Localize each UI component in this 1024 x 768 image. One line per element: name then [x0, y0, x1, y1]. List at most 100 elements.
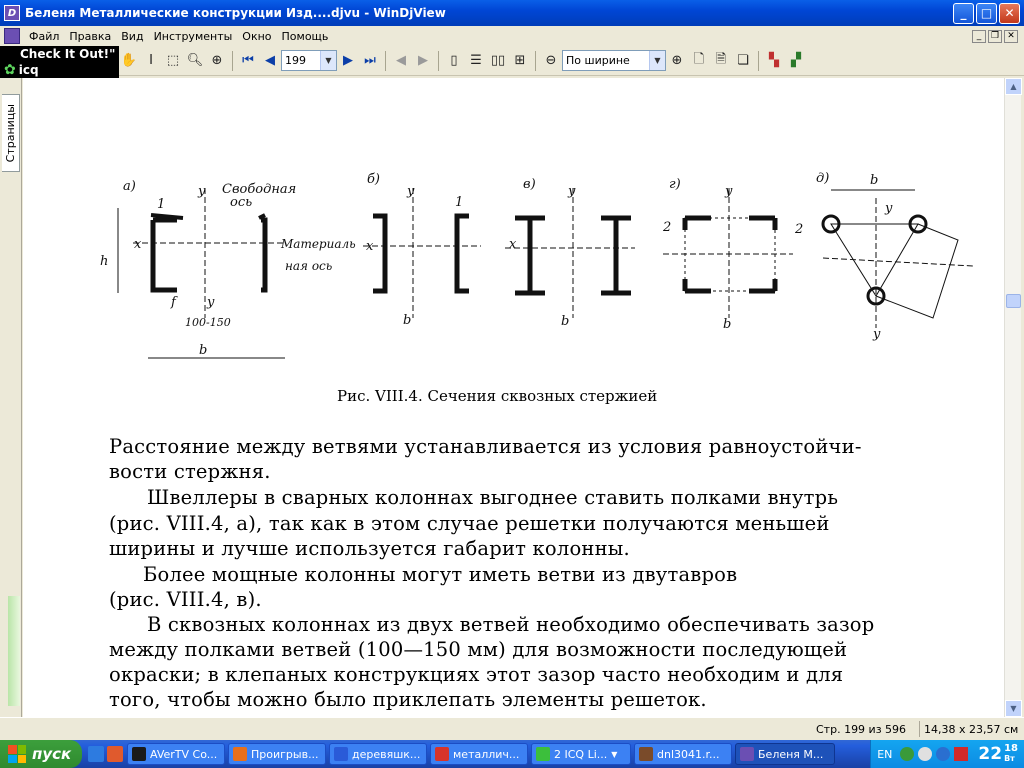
task-avertv[interactable]: AVerTV Co...	[127, 743, 225, 765]
task-player[interactable]: Проигрыв...	[228, 743, 326, 765]
windows-logo-icon	[8, 745, 26, 763]
back-icon[interactable]: ◀	[396, 53, 406, 68]
page-icon[interactable]: 🗋	[693, 51, 705, 67]
task-icq[interactable]: 2 ICQ Li... ▼	[531, 743, 631, 765]
channel-a-flange	[150, 213, 266, 220]
tab-pages[interactable]: Страницы	[2, 94, 20, 172]
task-opera[interactable]: металлич...	[430, 743, 528, 765]
menu-edit[interactable]: Правка	[69, 29, 112, 43]
last-page-icon[interactable]: ⏭	[364, 53, 376, 68]
text-select-icon[interactable]: Ⅰ	[149, 53, 153, 68]
sidebar: Страницы	[0, 78, 22, 738]
layout-icon[interactable]: ▞	[791, 53, 801, 68]
free-axis-label-2: ось	[230, 195, 252, 210]
minimize-button[interactable]: _	[953, 2, 974, 24]
axis-x-label-b: x	[366, 239, 374, 254]
windjview-app-icon[interactable]: D	[4, 5, 20, 21]
title-bar[interactable]: D Беленя Металлические конструкции Изд..…	[0, 0, 1024, 26]
document-menu-icon[interactable]	[4, 28, 20, 44]
menu-view[interactable]: Вид	[121, 29, 144, 43]
tray-shield-icon[interactable]	[900, 747, 915, 761]
language-indicator[interactable]: EN	[877, 747, 893, 761]
two-page-icon[interactable]: ❏	[737, 53, 749, 68]
chevron-down-icon[interactable]: ▼	[320, 51, 336, 70]
mark-f-a: f	[170, 295, 178, 310]
tray-volume-icon[interactable]	[918, 747, 933, 761]
zoom-icon[interactable]: 🔍︎	[186, 53, 204, 68]
task-word[interactable]: деревяшк...	[329, 743, 427, 765]
toolbar-separator	[535, 50, 536, 71]
page-number-value: 199	[285, 54, 306, 67]
clock[interactable]: 22 18 Вт	[978, 744, 1018, 765]
document-view[interactable]: а) Свободная ось h x y y 1 f 100-150 b М…	[23, 78, 1004, 717]
close-button[interactable]: ✕	[999, 2, 1020, 24]
icq-label: icq	[18, 63, 39, 77]
icq-notification[interactable]: Check It Out!" ✿ icq	[0, 46, 119, 78]
task-label: деревяшк...	[352, 747, 421, 761]
menu-tools[interactable]: Инструменты	[153, 29, 233, 43]
mdi-minimize-button[interactable]: _	[972, 29, 986, 43]
zoom-value: По ширине	[566, 54, 630, 67]
continuous-icon[interactable]: ☰	[470, 53, 482, 68]
mark-1-b: 1	[455, 195, 463, 210]
prev-page-icon[interactable]: ◀	[265, 53, 275, 68]
task-winrar[interactable]: dnl3041.r...	[634, 743, 732, 765]
task-windjview[interactable]: Беленя М...	[735, 743, 835, 765]
task-label: Проигрыв...	[251, 747, 319, 761]
material-axis-label-2: ная ось	[285, 259, 332, 273]
single-page-icon[interactable]: ▯	[450, 53, 458, 68]
free-axis-label-1: Свободная	[222, 182, 296, 197]
color-mode-icon[interactable]: ▚	[769, 53, 779, 68]
icq-message: Check It Out!"	[20, 47, 116, 61]
fig-label-d: г)	[669, 177, 681, 192]
zoom-rect-icon[interactable]: ⊕	[211, 53, 223, 68]
scroll-up-button[interactable]: ▲	[1005, 78, 1022, 95]
scroll-thumb[interactable]	[1006, 294, 1021, 308]
text-line-11: того, чтобы можно было приклепать элемен…	[109, 688, 707, 711]
tray-network-icon[interactable]	[936, 747, 951, 761]
vertical-scrollbar[interactable]: ▲ ▼	[1004, 78, 1022, 717]
axis-x-label-a: x	[134, 237, 142, 252]
hand-icon[interactable]: ✋	[120, 53, 138, 68]
ie-icon[interactable]	[88, 746, 104, 762]
text-line-1: Расстояние между ветвями устанавливается…	[109, 435, 862, 458]
start-button[interactable]: пуск	[0, 740, 82, 768]
toolbar-separator	[385, 50, 386, 71]
status-size: 14,38 x 23,57 см	[924, 723, 1019, 736]
toolbar-separator	[438, 50, 439, 71]
continuous-facing-icon[interactable]: ⊞	[514, 53, 526, 68]
text-line-10: окраски; в клепаных конструкциях этот за…	[109, 663, 844, 686]
zoom-in-icon[interactable]: ⊕	[671, 53, 683, 68]
mdi-restore-button[interactable]: ❐	[988, 29, 1002, 43]
start-label: пуск	[32, 745, 72, 763]
menu-file[interactable]: Файл	[29, 29, 60, 43]
rect-select-icon[interactable]: ⬚	[166, 53, 180, 68]
triangle-e	[830, 223, 959, 319]
zoom-out-icon[interactable]: ⊖	[545, 53, 557, 68]
forward-icon[interactable]: ▶	[418, 53, 428, 68]
page-text-icon[interactable]: 🗎	[715, 51, 727, 67]
zoom-combo[interactable]: По ширине ▼	[562, 50, 666, 71]
dim-h-label: h	[100, 254, 108, 269]
text-line-5: ширины и лучше используется габарит коло…	[109, 537, 630, 560]
media-player-icon[interactable]	[107, 746, 123, 762]
menu-bar: Файл Правка Вид Инструменты Окно Помощь …	[0, 26, 1024, 46]
next-page-icon[interactable]: ▶	[343, 53, 353, 68]
tray-kaspersky-icon[interactable]	[954, 747, 969, 761]
axis-y-label-e: y	[884, 201, 893, 216]
first-page-icon[interactable]: ⏮	[242, 53, 254, 68]
status-bar: Стр. 199 из 596 14,38 x 23,57 см	[0, 717, 1024, 740]
page-number-combo[interactable]: 199 ▼	[281, 50, 337, 71]
mark-1-a: 1	[157, 197, 165, 212]
mdi-close-button[interactable]: ✕	[1004, 29, 1018, 43]
menu-help[interactable]: Помощь	[281, 29, 329, 43]
toolbar-separator	[232, 50, 233, 71]
facing-icon[interactable]: ▯▯	[490, 53, 506, 68]
tube-e-2	[908, 214, 928, 234]
main-window: D Беленя Металлические конструкции Изд..…	[0, 0, 1024, 740]
menu-window[interactable]: Окно	[242, 29, 272, 43]
chevron-down-icon[interactable]: ▼	[649, 51, 665, 70]
dim-b-label-b: b	[403, 313, 411, 328]
scroll-down-button[interactable]: ▼	[1005, 700, 1022, 717]
maximize-button[interactable]: □	[976, 2, 997, 24]
